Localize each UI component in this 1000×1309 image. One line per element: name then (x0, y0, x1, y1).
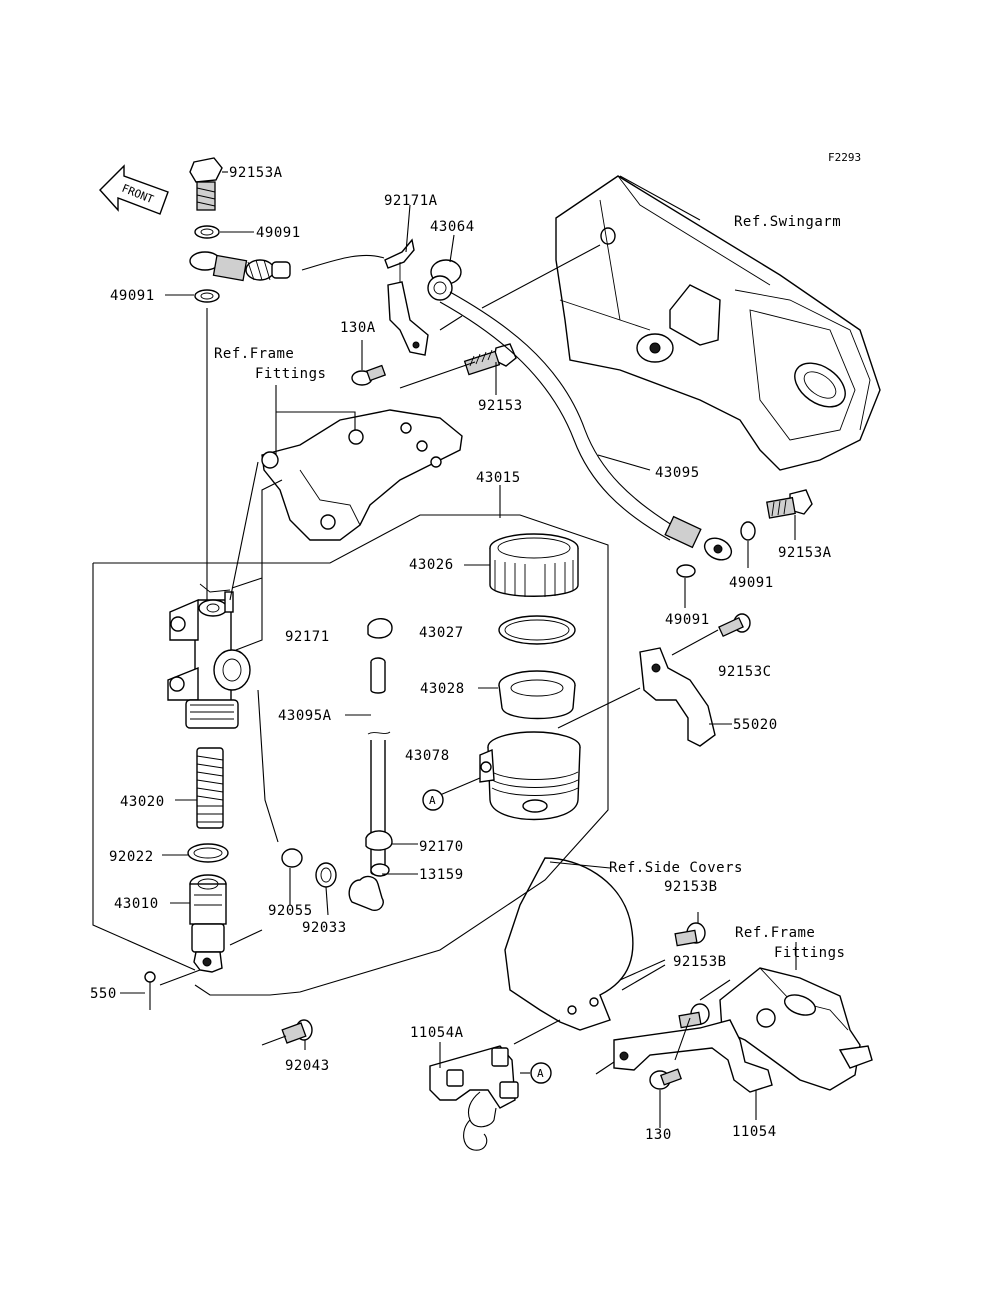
bolt-92153 (463, 343, 517, 376)
banjo-bolt-92153A (189, 157, 223, 211)
circle-a-marker-upper: A (422, 789, 444, 811)
bolt-92153B-a (674, 922, 706, 947)
label-92171A: 92171A (384, 193, 438, 209)
reservoir-43078 (479, 731, 581, 821)
washer-49091-a (194, 225, 220, 239)
frame-fitting-bracket-bottom (719, 967, 873, 1091)
label-43028: 43028 (420, 681, 465, 697)
hose-fitting-lower (664, 515, 733, 561)
label-49091-d: 49091 (665, 612, 710, 628)
washer-49091-c (740, 521, 756, 541)
ref-swingarm: Ref.Swingarm (734, 214, 841, 230)
ref-frame-fittings-bottom-2: Fittings (774, 945, 845, 961)
reservoir-cap-43026 (489, 533, 579, 597)
label-43020: 43020 (120, 794, 165, 810)
label-92043: 92043 (285, 1058, 330, 1074)
plate-43027 (498, 615, 576, 645)
front-arrow-icon: FRONT (99, 164, 169, 215)
label-49091-b: 49091 (110, 288, 155, 304)
bracket-55020 (639, 647, 716, 747)
clip-92170 (365, 830, 393, 851)
diaphragm-43028 (498, 670, 576, 720)
label-92153A-top: 92153A (229, 165, 283, 181)
label-43026: 43026 (409, 557, 454, 573)
ref-frame-fittings-bottom-1: Ref.Frame (735, 925, 815, 941)
bolt-92153B-b (678, 1003, 710, 1029)
label-130: 130 (645, 1127, 672, 1143)
bolt-92153C (718, 613, 751, 638)
label-49091-c: 49091 (729, 575, 774, 591)
master-cylinder-body (167, 583, 251, 729)
grommet-43064 (427, 259, 462, 301)
label-92033: 92033 (302, 920, 347, 936)
label-11054A: 11054A (410, 1025, 464, 1041)
side-cover-part (504, 857, 634, 1031)
bolt-130A (351, 364, 387, 386)
ref-frame-fittings-top-2: Fittings (255, 366, 326, 382)
label-92153: 92153 (478, 398, 523, 414)
label-43064: 43064 (430, 219, 475, 235)
circle-a-marker-lower: A (530, 1062, 552, 1084)
piston-43010 (189, 874, 227, 973)
figure-code: F2293 (828, 151, 861, 164)
bolt-130 (649, 1068, 683, 1090)
push-rod-spring-43020 (196, 747, 224, 829)
bolt-92153A-right (766, 489, 813, 519)
svg-text:A: A (429, 794, 436, 807)
ref-side-covers: Ref.Side Covers (609, 860, 743, 876)
hose-43095 (449, 291, 681, 531)
label-92153B-b: 92153B (673, 954, 727, 970)
o-ring-92055 (281, 848, 303, 868)
label-92022: 92022 (109, 849, 154, 865)
label-550: 550 (90, 986, 117, 1002)
label-49091-a: 49091 (256, 225, 301, 241)
label-92153C: 92153C (718, 664, 772, 680)
bracket-130A-mount (387, 281, 429, 356)
frame-fitting-bracket-top (261, 409, 463, 541)
ref-frame-fittings-top-1: Ref.Frame (214, 346, 294, 362)
label-92170: 92170 (419, 839, 464, 855)
circlip-92033 (315, 862, 337, 888)
bracket-11054 (613, 1019, 773, 1093)
svg-text:A: A (537, 1067, 544, 1080)
label-43010: 43010 (114, 896, 159, 912)
clip-92171 (367, 618, 393, 639)
label-43095A: 43095A (278, 708, 332, 724)
label-43027: 43027 (419, 625, 464, 641)
label-43095: 43095 (655, 465, 700, 481)
label-13159: 13159 (419, 867, 464, 883)
hose-fitting (189, 251, 291, 282)
label-43015: 43015 (476, 470, 521, 486)
bracket-11054A (429, 1045, 519, 1151)
swingarm-part (555, 175, 881, 471)
pin-550 (144, 971, 156, 1010)
elbow-13159 (348, 863, 390, 912)
label-92153B-a: 92153B (664, 879, 718, 895)
label-92153A-right: 92153A (778, 545, 832, 561)
washer-49091-b (194, 289, 220, 303)
clevis-pin-92043 (281, 1019, 313, 1044)
label-55020: 55020 (733, 717, 778, 733)
leader-lines (92, 171, 797, 1128)
label-92171: 92171 (285, 629, 330, 645)
washer-49091-d (676, 564, 696, 578)
snap-ring-92022 (187, 843, 229, 863)
label-130A: 130A (340, 320, 376, 336)
label-92055: 92055 (268, 903, 313, 919)
label-43078: 43078 (405, 748, 450, 764)
label-11054: 11054 (732, 1124, 777, 1140)
